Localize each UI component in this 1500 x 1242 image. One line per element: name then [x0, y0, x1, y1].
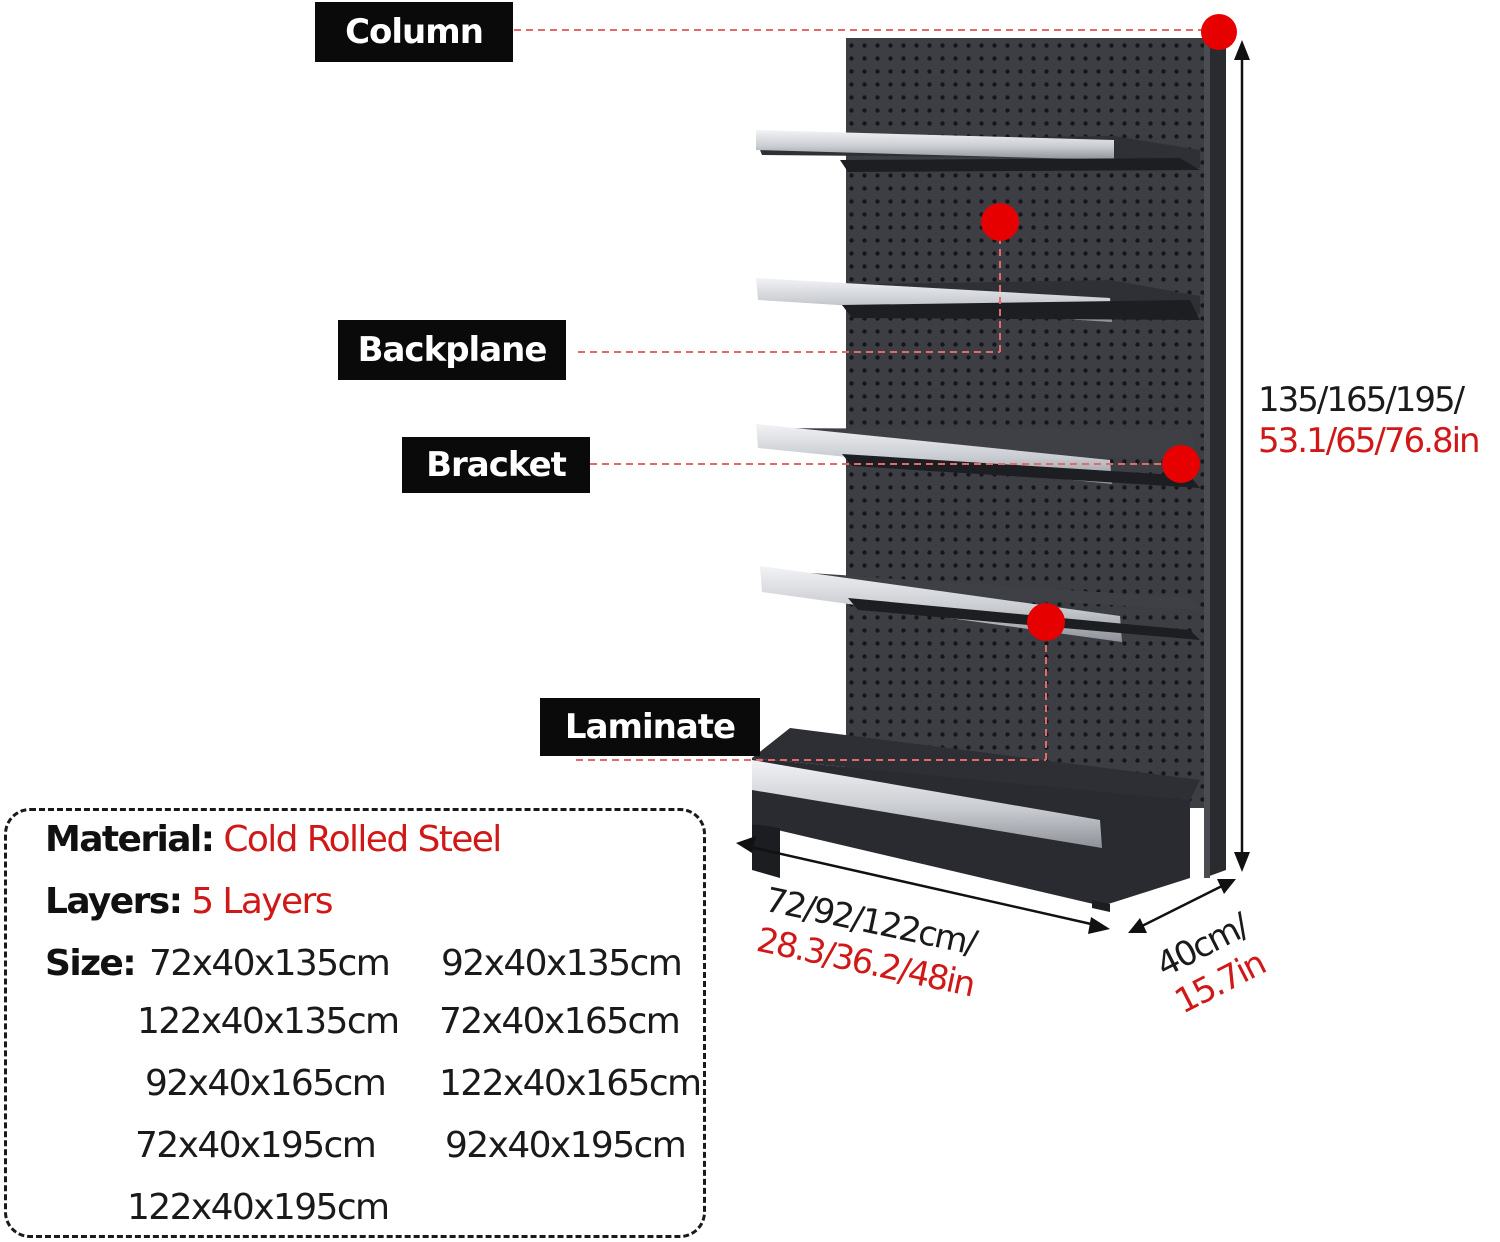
layers-value: 5 Layers	[191, 881, 333, 922]
material-label: Material:	[45, 819, 215, 860]
size-option: 122x40x165cm	[439, 1063, 702, 1104]
material-row: Material: Cold Rolled Steel	[45, 819, 502, 860]
shelf-3	[756, 424, 1200, 488]
height-cm: 135/165/195/	[1258, 380, 1465, 420]
depth-arrow	[1137, 882, 1227, 930]
size-option: 92x40x165cm	[145, 1063, 387, 1104]
laminate-tag: Laminate	[540, 698, 760, 756]
marker-column	[1201, 14, 1237, 50]
size-option: 92x40x135cm	[441, 943, 683, 984]
marker-backplane	[981, 203, 1019, 241]
size-option: 122x40x135cm	[137, 1001, 400, 1042]
material-value: Cold Rolled Steel	[223, 819, 502, 860]
marker-bracket	[1162, 445, 1200, 483]
specs-box: Material: Cold Rolled Steel Layers: 5 La…	[4, 808, 706, 1238]
width-arrow	[745, 844, 1101, 928]
layers-row: Layers: 5 Layers	[45, 881, 334, 922]
shelf-1	[756, 130, 1200, 172]
column-tag: Column	[315, 2, 513, 62]
size-option: 72x40x135cm	[149, 943, 391, 984]
shelf-2	[756, 278, 1200, 322]
height-in: 53.1/65/76.8in	[1258, 420, 1481, 461]
size-option: 122x40x195cm	[127, 1187, 390, 1228]
bracket-tag: Bracket	[402, 437, 590, 493]
height-dimension: 135/165/195/ 53.1/65/76.8in	[1258, 380, 1481, 462]
size-option: 92x40x195cm	[445, 1125, 687, 1166]
size-label: Size:	[45, 943, 137, 984]
size-row: Size:	[45, 943, 137, 984]
size-option: 72x40x195cm	[135, 1125, 377, 1166]
backplane-tag: Backplane	[338, 320, 566, 380]
layers-label: Layers:	[45, 881, 183, 922]
size-option: 72x40x165cm	[439, 1001, 681, 1042]
marker-laminate	[1027, 603, 1065, 641]
